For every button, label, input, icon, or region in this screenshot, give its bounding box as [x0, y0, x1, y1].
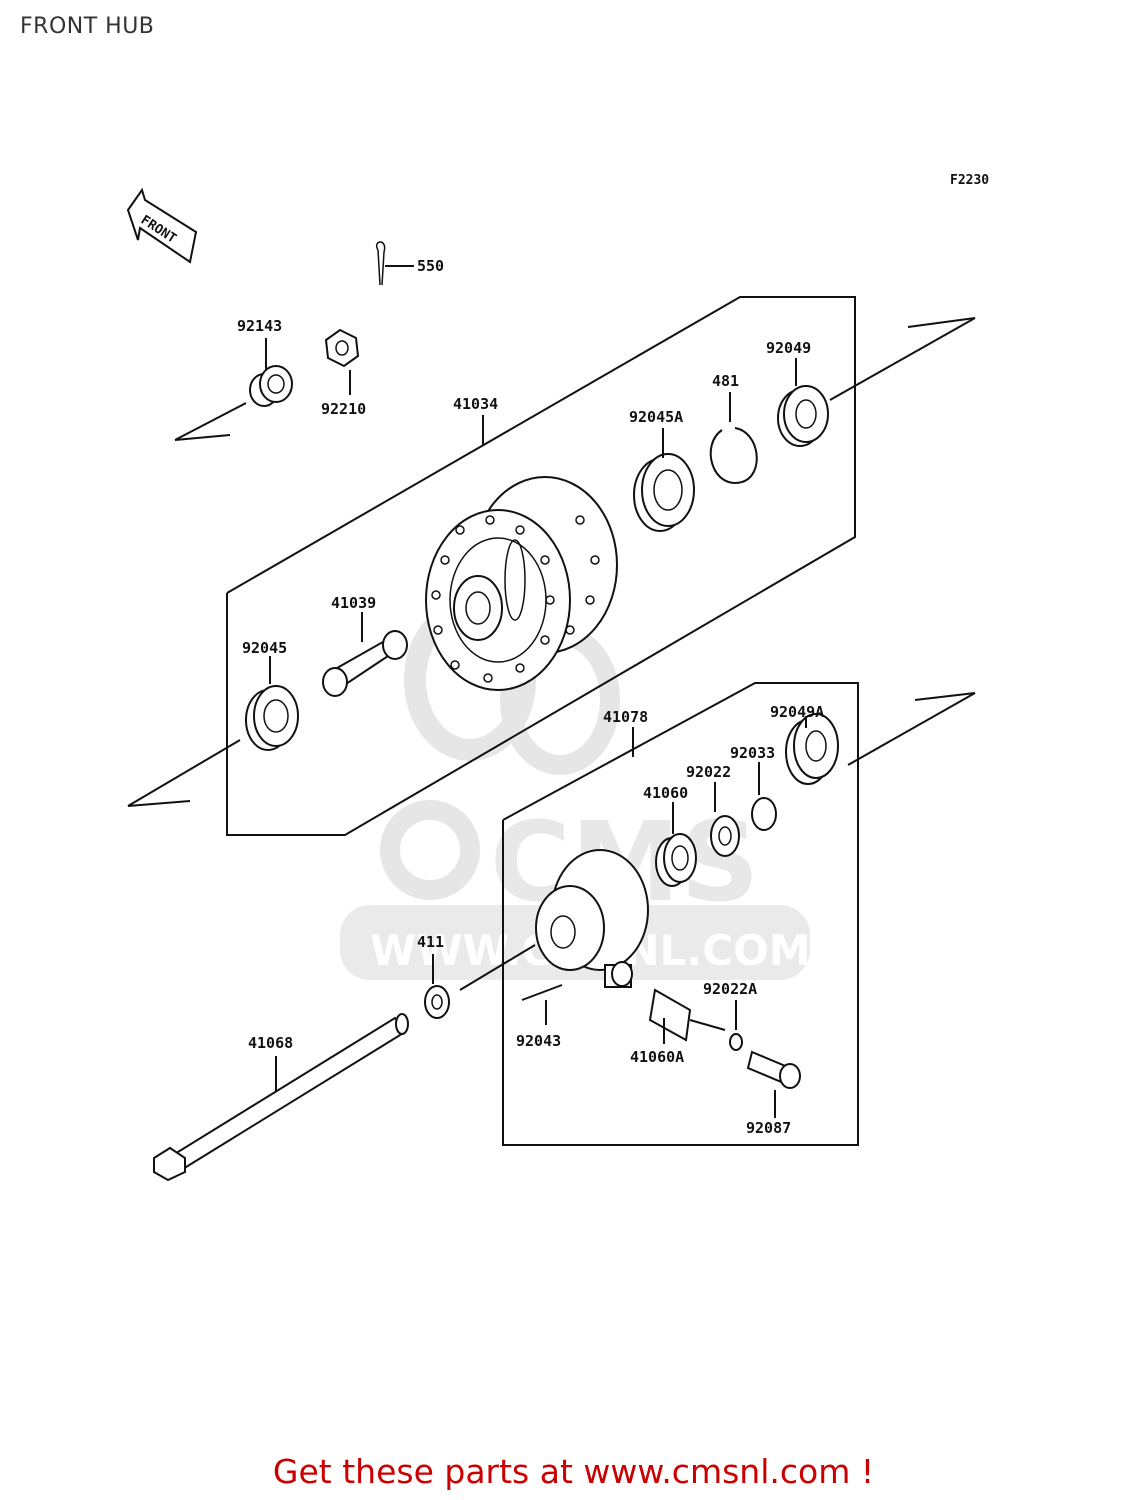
part-41039-spacer [322, 612, 408, 697]
label-92043: 92043 [516, 1032, 561, 1050]
part-481-circlip [709, 392, 758, 484]
part-92143-collar [249, 338, 293, 407]
label-481: 481 [712, 372, 739, 390]
label-41078: 41078 [603, 708, 648, 726]
label-92087: 92087 [746, 1119, 791, 1137]
label-92049: 92049 [766, 339, 811, 357]
label-92022: 92022 [686, 763, 731, 781]
part-92043-pin [521, 984, 563, 1025]
page-title: FRONT HUB [20, 14, 155, 39]
label-41034: 41034 [453, 395, 498, 413]
label-41060A: 41060A [630, 1048, 684, 1066]
label-92210: 92210 [321, 400, 366, 418]
label-41060: 41060 [643, 784, 688, 802]
part-41060-gear [655, 802, 697, 887]
label-41039: 41039 [331, 594, 376, 612]
part-92022-washer [710, 782, 740, 857]
front-arrow-icon: FRONT [126, 187, 198, 264]
footer-cta-link[interactable]: Get these parts at www.cmsnl.com ! [272, 1452, 875, 1491]
label-92049A: 92049A [770, 703, 824, 721]
part-411-washer [424, 954, 450, 1019]
label-92045A: 92045A [629, 408, 683, 426]
label-92033: 92033 [730, 744, 775, 762]
part-92210-nut [324, 328, 360, 395]
part-550-cotter-pin [375, 241, 414, 286]
label-550: 550 [417, 257, 444, 275]
part-41060A-pinion [648, 988, 726, 1044]
figure-code: F2230 [950, 173, 989, 188]
label-92045: 92045 [242, 639, 287, 657]
part-41068-axle [153, 1013, 409, 1182]
part-92045-bearing [245, 656, 299, 751]
label-41068: 41068 [248, 1034, 293, 1052]
part-gear-housing [535, 849, 649, 988]
label-411: 411 [417, 933, 444, 951]
part-92022A-washer [729, 1000, 743, 1051]
part-92049A-seal [785, 713, 839, 785]
label-92022A: 92022A [703, 980, 757, 998]
parts-diagram: CMS WWW.CMSNL.COM F2230 FRONT 550 92143 [126, 173, 989, 1182]
part-41034-hub [425, 476, 618, 691]
part-92087-bushing [746, 1050, 801, 1118]
part-92033-ring [751, 762, 777, 831]
part-92045A-bearing [633, 428, 695, 532]
label-92143: 92143 [237, 317, 282, 335]
part-92049-seal [777, 358, 829, 447]
